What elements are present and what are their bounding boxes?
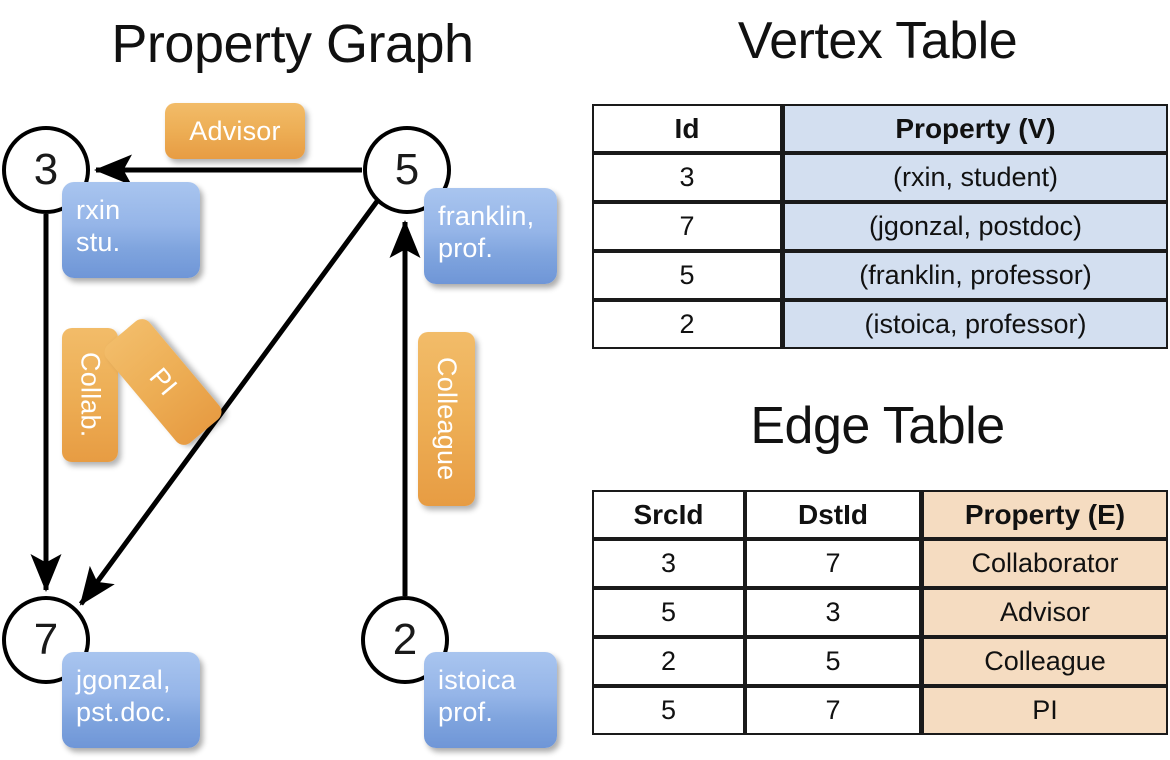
cell-srcid: 3 (592, 539, 745, 588)
table-header-row: Id Property (V) (592, 104, 1168, 153)
cell-dstid: 7 (745, 686, 921, 735)
cell-property: Colleague (921, 637, 1168, 686)
cell-id: 2 (592, 300, 782, 349)
node-property-line: prof. (438, 233, 494, 263)
node-property-line: pst.doc. (76, 697, 173, 727)
edge-table: SrcId DstId Property (E) 3 7 Collaborato… (592, 490, 1168, 735)
cell-srcid: 2 (592, 637, 745, 686)
node-property-box-2: istoica prof. (424, 652, 557, 748)
column-header-property-e: Property (E) (921, 490, 1168, 539)
node-property-line: jgonzal, (76, 665, 171, 695)
table-row: 2 (istoica, professor) (592, 300, 1168, 349)
edge-label-text: Collab. (75, 352, 106, 438)
edge-label-text: PI (143, 362, 184, 402)
edge-label-advisor: Advisor (165, 103, 305, 159)
column-header-property-v: Property (V) (782, 104, 1168, 153)
cell-dstid: 5 (745, 637, 921, 686)
edge-label-text: Colleague (432, 357, 462, 481)
cell-property: (istoica, professor) (782, 300, 1168, 349)
cell-property: (franklin, professor) (782, 251, 1168, 300)
column-header-dstid: DstId (745, 490, 921, 539)
table-row: 3 (rxin, student) (592, 153, 1168, 202)
table-row: 2 5 Colleague (592, 637, 1168, 686)
cell-property: (jgonzal, postdoc) (782, 202, 1168, 251)
cell-property: PI (921, 686, 1168, 735)
column-header-srcid: SrcId (592, 490, 745, 539)
cell-property: (rxin, student) (782, 153, 1168, 202)
table-header-row: SrcId DstId Property (E) (592, 490, 1168, 539)
graph-edges-layer (30, 154, 421, 606)
edge-label-colleague: Colleague (418, 332, 475, 506)
table-row: 5 7 PI (592, 686, 1168, 735)
cell-dstid: 7 (745, 539, 921, 588)
node-property-box-7: jgonzal, pst.doc. (62, 652, 200, 748)
node-property-line: rxin (76, 195, 121, 225)
graph-node-2[interactable]: 2 (361, 596, 449, 684)
graph-node-5[interactable]: 5 (363, 126, 451, 214)
cell-id: 5 (592, 251, 782, 300)
property-graph-diagram: 3 5 7 2 rxin stu. franklin, prof. jgonza… (2, 103, 557, 748)
vertex-table: Id Property (V) 3 (rxin, student) 7 (jgo… (592, 104, 1168, 349)
cell-property: Advisor (921, 588, 1168, 637)
node-property-line: franklin, (438, 201, 535, 231)
edge-5-to-7 (78, 198, 381, 606)
node-property-line: istoica (438, 665, 516, 695)
cell-id: 3 (592, 153, 782, 202)
node-property-box-3: rxin stu. (62, 182, 200, 278)
column-header-id: Id (592, 104, 782, 153)
table-row: 7 (jgonzal, postdoc) (592, 202, 1168, 251)
cell-id: 7 (592, 202, 782, 251)
cell-dstid: 3 (745, 588, 921, 637)
cell-property: Collaborator (921, 539, 1168, 588)
table-row: 5 (franklin, professor) (592, 251, 1168, 300)
node-property-line: prof. (438, 697, 494, 727)
cell-srcid: 5 (592, 686, 745, 735)
node-property-box-5: franklin, prof. (424, 188, 557, 284)
page-title-vertex-table: Vertex Table (737, 12, 1018, 70)
table-row: 5 3 Advisor (592, 588, 1168, 637)
node-property-line: stu. (76, 227, 121, 257)
page-title-edge-table: Edge Table (750, 397, 1005, 455)
edge-label-text: Advisor (189, 115, 281, 146)
table-row: 3 7 Collaborator (592, 539, 1168, 588)
page-title-property-graph: Property Graph (111, 14, 474, 74)
edge-label-collab: Collab. (62, 328, 118, 462)
cell-srcid: 5 (592, 588, 745, 637)
